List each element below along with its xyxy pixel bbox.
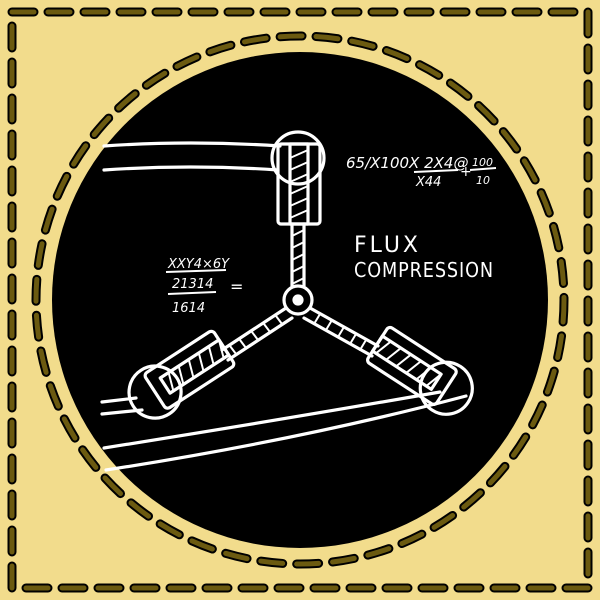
formula-top-right-addend-numerator: 100 bbox=[472, 156, 493, 169]
formula-top-right-addend-denominator: 10 bbox=[476, 174, 490, 187]
top-electrode-stripes bbox=[289, 149, 309, 219]
top-rod-stripes bbox=[291, 229, 305, 285]
center-junction bbox=[282, 284, 314, 316]
top-wire-lower bbox=[102, 165, 280, 172]
formula-top-right: 65/X100X 2X4@ X44 + 100 10 bbox=[346, 154, 497, 190]
top-electrode-head bbox=[270, 130, 326, 186]
stitch-ring-inner bbox=[33, 33, 567, 567]
right-rod-stripes bbox=[313, 313, 367, 351]
flux-capacitor-sketch bbox=[100, 130, 474, 472]
formula-left-equals: = bbox=[230, 277, 243, 296]
top-electrode-core bbox=[288, 142, 310, 226]
left-wire-upper bbox=[100, 396, 138, 404]
formula-left-line-2: 21314 bbox=[172, 277, 213, 292]
top-wire-upper bbox=[102, 141, 282, 148]
stitch-border-inner bbox=[9, 9, 591, 591]
right-electrode bbox=[366, 325, 474, 416]
left-electrode bbox=[127, 329, 236, 420]
formula-plus: + bbox=[460, 164, 472, 180]
formula-left: XXY4×6Y 21314 1614 = bbox=[165, 257, 243, 316]
center-junction-dot bbox=[292, 294, 304, 306]
formula-left-line-1: XXY4×6Y bbox=[167, 257, 230, 272]
heading-line-2: COMPRESSION bbox=[354, 258, 494, 282]
left-wire-lower bbox=[100, 408, 144, 416]
heading: FLUX COMPRESSION bbox=[354, 233, 494, 282]
formula-top-right-numerator: 65/X100X 2X4@ bbox=[346, 154, 468, 172]
heading-line-1: FLUX bbox=[354, 233, 421, 258]
formula-left-line-3: 1614 bbox=[172, 301, 205, 316]
bottom-wire-upper bbox=[102, 390, 442, 450]
left-rod bbox=[220, 306, 294, 362]
bottom-wire-lower bbox=[104, 394, 468, 472]
formula-top-right-denominator: X44 bbox=[415, 175, 441, 190]
left-rod-stripes bbox=[229, 315, 283, 355]
